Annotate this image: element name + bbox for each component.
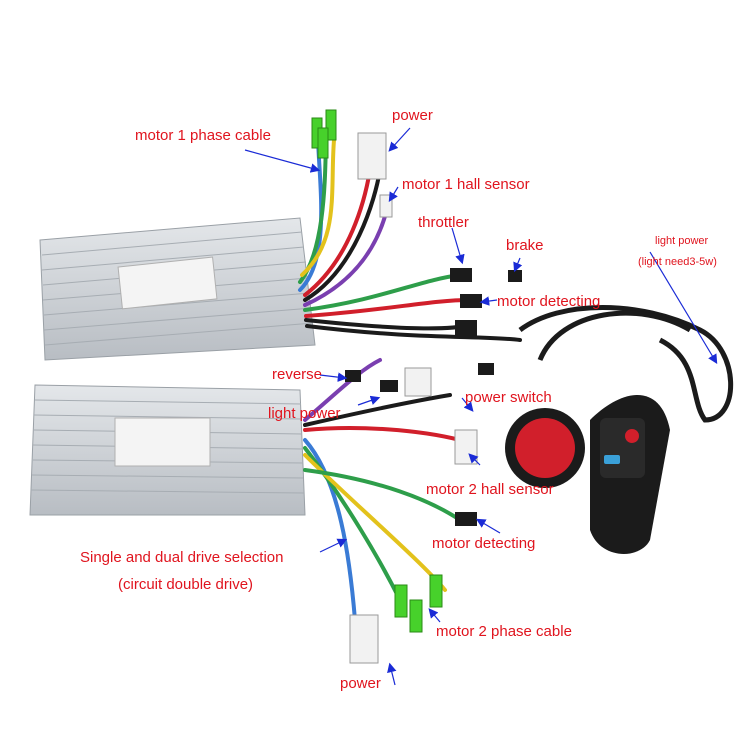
label-light-need: (light need3-5w): [638, 257, 717, 268]
controller-1: [40, 218, 315, 360]
label-throttler: throttler: [418, 215, 469, 230]
label-single-dual-selection: Single and dual drive selection: [80, 550, 283, 565]
display-screen: [515, 418, 575, 478]
label-brake: brake: [506, 238, 544, 253]
label-power-bottom: power: [340, 676, 381, 691]
label-motor1-hall-sensor: motor 1 hall sensor: [402, 177, 530, 192]
label-power-switch: power switch: [465, 390, 552, 405]
mode-button-icon: [604, 455, 620, 464]
label-circuit-double-drive: (circuit double drive): [118, 577, 253, 592]
label-reverse: reverse: [272, 367, 322, 382]
label-motor2-hall-sensor: motor 2 hall sensor: [426, 482, 554, 497]
controller-2-sticker: [115, 418, 210, 466]
display-throttle-unit: [505, 308, 731, 554]
controller-2: [30, 385, 305, 515]
label-motor-detecting-top: motor detecting: [497, 294, 600, 309]
controller-1-wires: [300, 140, 520, 340]
label-motor-detecting-bottom: motor detecting: [432, 536, 535, 551]
label-motor2-phase-cable: motor 2 phase cable: [436, 624, 572, 639]
label-light-power-right: light power: [655, 236, 708, 247]
control-panel: [600, 418, 645, 478]
label-light-power-left: light power: [268, 406, 341, 421]
power-button-icon: [625, 429, 639, 443]
label-motor1-phase-cable: motor 1 phase cable: [135, 128, 271, 143]
label-power-top: power: [392, 108, 433, 123]
